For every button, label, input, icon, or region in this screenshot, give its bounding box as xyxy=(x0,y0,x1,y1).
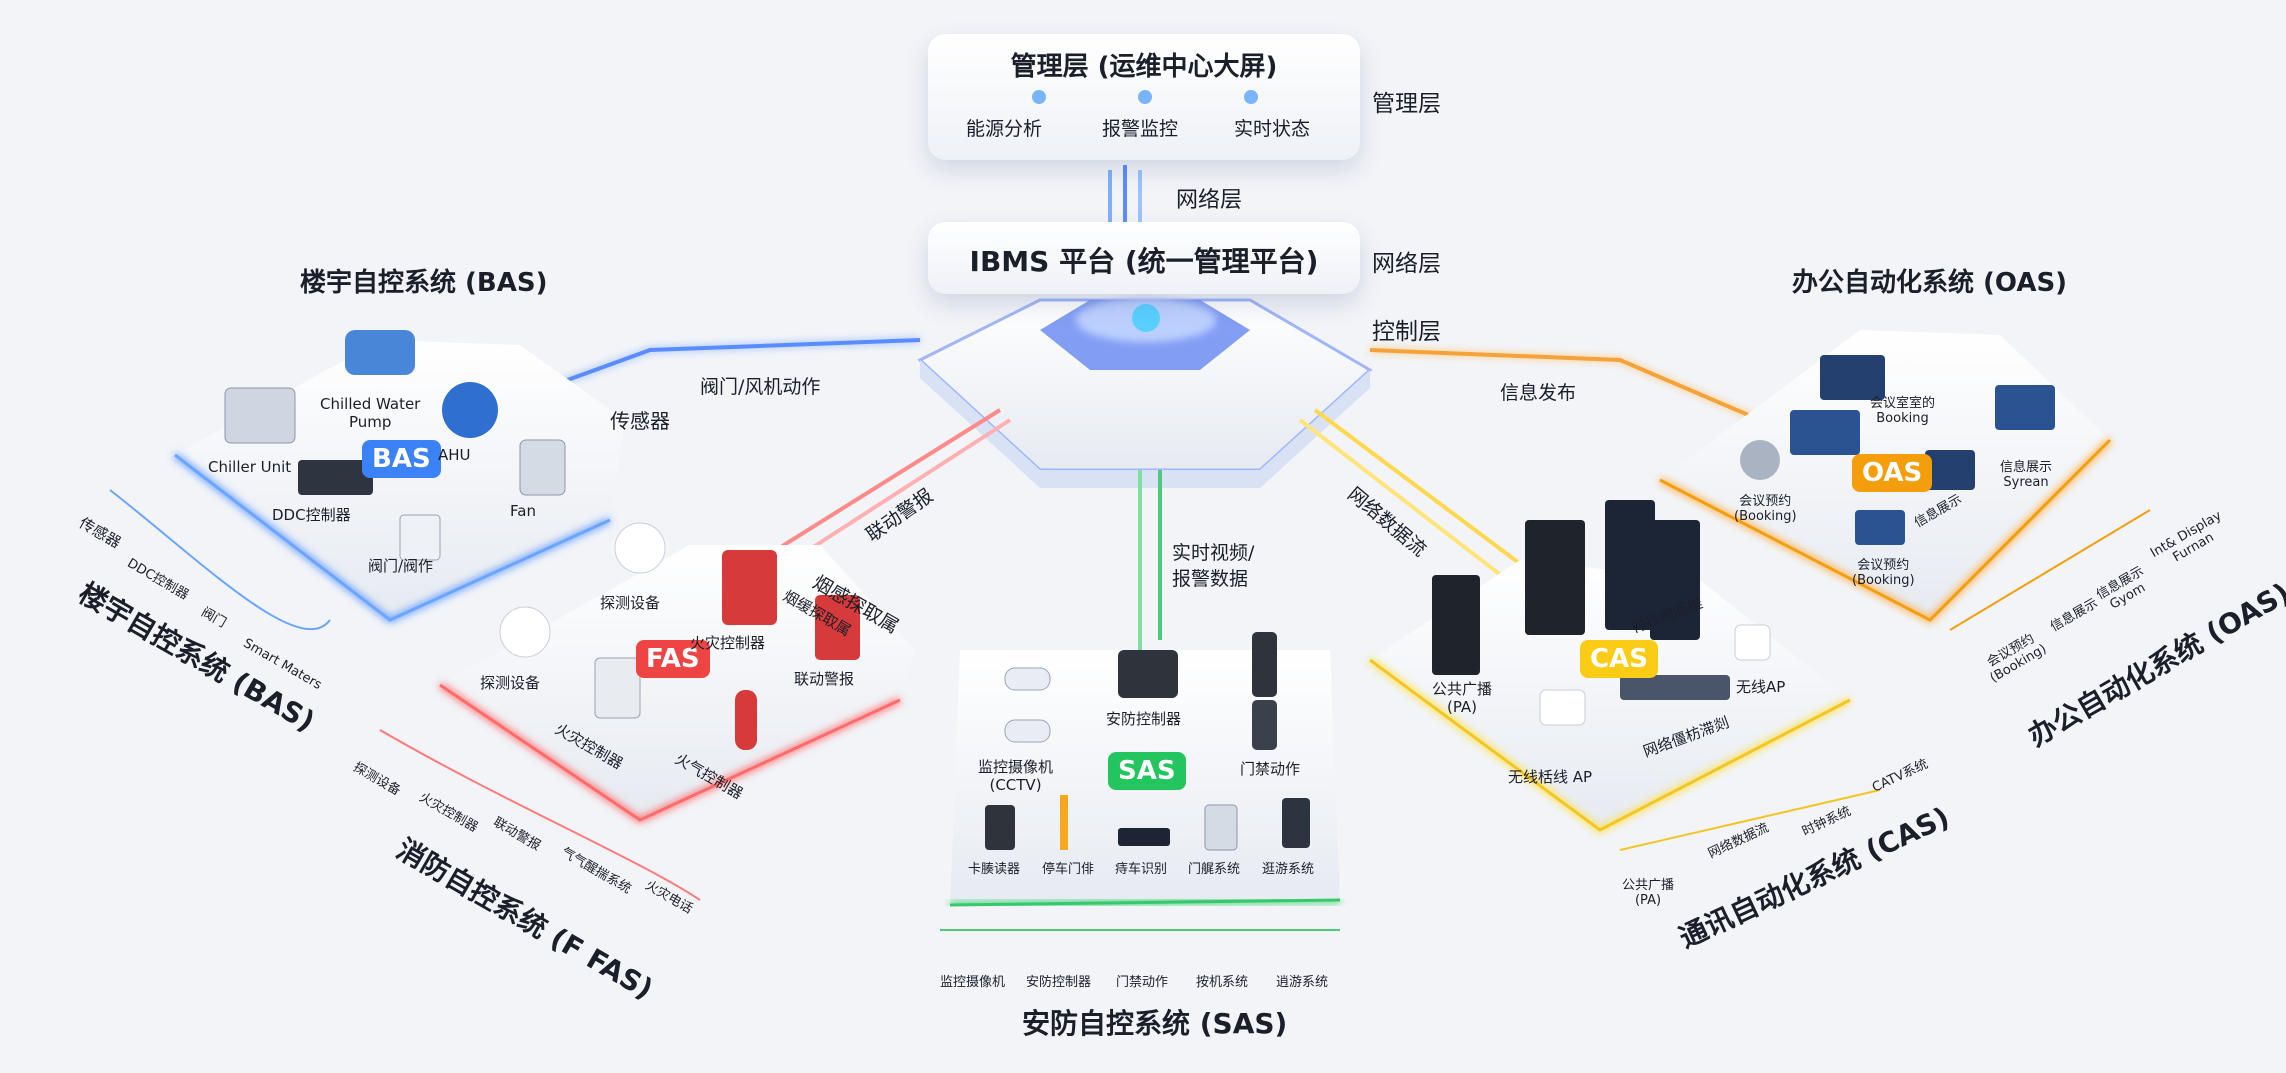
energy-analysis-icon xyxy=(1032,90,1046,104)
oas-title: 办公自动化系统 (OAS) xyxy=(1792,268,2068,298)
sas-side-cctv: 监控摄像机 xyxy=(940,975,1006,990)
sas-badge: SAS xyxy=(1108,752,1186,790)
ibms-title: IBMS 平台 (统一管理平台) xyxy=(969,245,1319,278)
fas-device-detector: 探测设备 xyxy=(600,594,661,612)
bas-device-chiller: Chiller Unit xyxy=(208,458,292,476)
control-layer-label: 控制层 xyxy=(1372,319,1441,345)
oas-badge: OAS xyxy=(1852,454,1933,492)
cas-device-pa: 公共广播 (PA) xyxy=(1432,680,1493,716)
device-shapes xyxy=(224,330,2055,851)
side-cables xyxy=(109,489,2151,931)
cas-side-pa: 公共广播 (PA) xyxy=(1622,878,1675,908)
oas-device-booking-2: 会议预约 (Booking) xyxy=(1852,558,1915,588)
cas-platform xyxy=(1368,560,1852,834)
bas-device-chilled-pump: Chilled Water Pump xyxy=(320,395,421,431)
sas-side-intercom: 按机系统 xyxy=(1196,975,1249,990)
sas-device-controller: 安防控制器 xyxy=(1106,710,1182,728)
oas-device-room-booking: 会议室室的 Booking xyxy=(1870,396,1936,426)
alarm-monitor-icon xyxy=(1138,90,1152,104)
sas-side-patrol: 逍游系统 xyxy=(1276,975,1329,990)
bas-title: 楼宇自控系统 (BAS) xyxy=(300,268,548,298)
central-hub xyxy=(917,298,1373,488)
management-title: 管理层 (运维中心大屏) xyxy=(1010,52,1278,82)
sas-side-access: 门禁动作 xyxy=(1116,975,1169,990)
flow-sensor: 传感器 xyxy=(610,409,670,433)
fas-badge: FAS xyxy=(636,640,710,678)
bas-badge: BAS xyxy=(362,440,441,478)
fas-device-detector-2: 探测设备 xyxy=(480,674,541,692)
flow-bas-action: 阀门/风机动作 xyxy=(700,376,821,398)
fas-platform xyxy=(438,545,915,823)
management-layer-panel: 管理层 (运维中心大屏) 能源分析 报警监控 实时状态 xyxy=(928,34,1360,160)
oas-device-display-syrean: 信息展示 Syrean xyxy=(2000,460,2053,490)
fas-device-controller: 火灾控制器 xyxy=(690,634,766,652)
sas-device-cctv: 监控摄像机 (CCTV) xyxy=(978,758,1054,794)
cas-device-wireless-ap-2: 无线栝线 AP xyxy=(1508,768,1593,786)
ibms-platform-panel: IBMS 平台 (统一管理平台) xyxy=(928,222,1360,294)
sas-device-parking-gate: 停车门俳 xyxy=(1042,862,1095,877)
ibms-side-label: 网络层 xyxy=(1372,251,1441,277)
sas-side-title: 安防自控系统 (SAS) xyxy=(1022,1007,1288,1040)
sas-device-plate: 痔车识别 xyxy=(1115,862,1168,877)
flow-oas-publish: 信息发布 xyxy=(1500,382,1577,404)
management-item-energy: 能源分析 xyxy=(966,118,1043,140)
management-item-alarm: 报警监控 xyxy=(1102,118,1179,140)
management-side-label: 管理层 xyxy=(1372,91,1441,117)
cas-badge: CAS xyxy=(1580,640,1658,678)
sas-device-access: 门禁动作 xyxy=(1240,760,1301,778)
flow-sas-video: 实时视频/ 报警数据 xyxy=(1172,542,1255,590)
network-label-upper: 网络层 xyxy=(1176,188,1243,213)
sas-device-patrol: 逛游系统 xyxy=(1262,862,1315,877)
bas-device-fan: Fan xyxy=(510,502,536,520)
realtime-status-icon xyxy=(1244,90,1258,104)
bas-device-ahu: AHU xyxy=(438,446,471,464)
cas-device-wireless-ap: 无线AP xyxy=(1736,678,1786,696)
oas-device-booking: 会议预约 (Booking) xyxy=(1734,494,1797,524)
fas-device-linkage: 联动警报 xyxy=(794,670,855,688)
sas-device-card: 卡腠读器 xyxy=(968,862,1021,877)
bas-device-ddc: DDC控制器 xyxy=(272,506,351,524)
sas-device-door: 门艉系统 xyxy=(1188,862,1241,877)
sas-side-controller: 安防控制器 xyxy=(1026,975,1092,990)
bas-device-valve: 阀门/阀作 xyxy=(368,557,434,575)
management-item-status: 实时状态 xyxy=(1234,118,1311,140)
